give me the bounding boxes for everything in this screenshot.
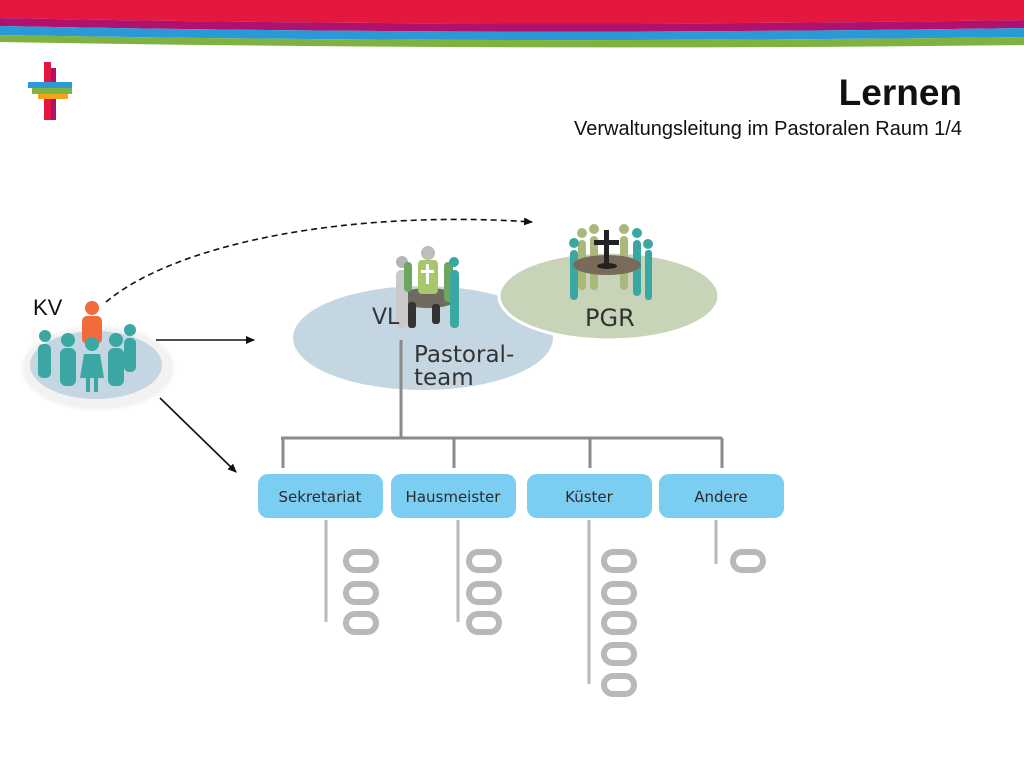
- department-label: Küster: [565, 488, 614, 506]
- staff-ring-icon: [601, 611, 637, 635]
- header-stripes: [0, 0, 1024, 48]
- org-tree-lines: [281, 340, 724, 468]
- staff-ring-icon: [601, 581, 637, 605]
- staff-ring-icon: [343, 611, 379, 635]
- staff-ring-icon: [343, 581, 379, 605]
- pastoral-team-ellipse: [293, 286, 553, 390]
- staff-ring-icon: [466, 581, 502, 605]
- pastoral-team-label-line2: team: [414, 365, 474, 391]
- staff-ring-icon: [730, 549, 766, 573]
- pgr-label: PGR: [585, 304, 635, 332]
- kv-to-departments-arrow: [159, 397, 237, 473]
- page-title: Lernen: [838, 72, 962, 113]
- staff-andere: [714, 520, 766, 573]
- department-hausmeister: Hausmeister: [391, 474, 516, 518]
- staff-ring-icon: [601, 549, 637, 573]
- staff-hausmeister: [456, 520, 502, 635]
- department-andere: Andere: [659, 474, 784, 518]
- staff-sekretariat: [324, 520, 379, 635]
- pgr-group-icon: [569, 224, 653, 300]
- department-label: Hausmeister: [406, 488, 502, 506]
- staff-kuester: [587, 520, 637, 697]
- staff-ring-icon: [466, 549, 502, 573]
- department-sekretariat: Sekretariat: [258, 474, 383, 518]
- vl-group-icon: [396, 246, 459, 328]
- kv-label: KV: [33, 295, 63, 320]
- staff-ring-icon: [601, 673, 637, 697]
- staff-ring-icon: [466, 611, 502, 635]
- kv-to-pgr-arrow: [105, 217, 533, 303]
- staff-ring-icon: [601, 642, 637, 666]
- staff-ring-icon: [343, 549, 379, 573]
- cross-logo-icon: [28, 62, 72, 120]
- page-subtitle: Verwaltungsleitung im Pastoralen Raum 1/…: [574, 118, 962, 140]
- vl-label: VL: [372, 305, 400, 330]
- pastoral-team-label-line1: Pastoral-: [414, 342, 514, 368]
- department-kuester: Küster: [527, 474, 652, 518]
- department-label: Andere: [694, 488, 748, 506]
- department-label: Sekretariat: [279, 488, 362, 506]
- kv-group-icon: [22, 301, 174, 410]
